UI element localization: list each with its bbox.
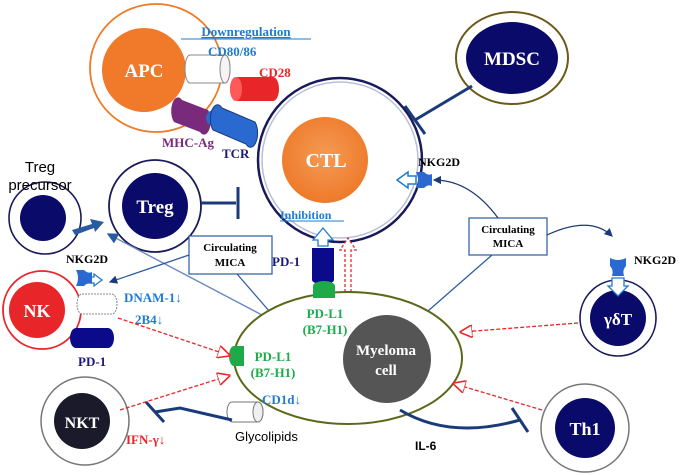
mica-box-left: Circulating MICA: [188, 235, 273, 275]
mdsc-cell: MDSC: [455, 11, 569, 105]
treg-precursor-cell: [8, 181, 82, 255]
mhc-ag-label: MHC-Ag: [162, 135, 214, 150]
pdl1-top-label-2: (B7-H1): [303, 322, 348, 337]
mica-right-to-gdt-arrow: [546, 224, 613, 237]
th1-to-myeloma-arrow: [455, 384, 543, 411]
gamma-delta-t-label: γδT: [603, 310, 633, 329]
treg-precursor-label-2: precursor: [8, 177, 71, 194]
pdl1-left-receptor: [229, 346, 244, 366]
cd1d-receptor: [226, 401, 264, 423]
dnam1-label: DNAM-1↓: [124, 290, 182, 305]
nk-label: NK: [24, 301, 51, 321]
th1-cell: Th1: [540, 383, 630, 473]
mdsc-inhibition-line: [403, 84, 473, 135]
mica-left-line2: MICA: [215, 257, 246, 269]
ctl-pd1-receptor: [311, 226, 335, 284]
mica-right-to-ctl-arrow: [432, 175, 499, 219]
mdsc-label: MDSC: [484, 49, 540, 70]
mica-right-line2: MICA: [493, 238, 524, 250]
th1-label: Th1: [569, 419, 600, 439]
gamma-delta-t-cell: γδT: [579, 279, 657, 357]
nk-pd1-label: PD-1: [78, 354, 106, 369]
myeloma-label-2: cell: [375, 363, 397, 379]
glycolipids-label: Glycolipids: [235, 429, 298, 444]
nkt-cell: NKT: [40, 376, 130, 466]
treg-cell: Treg: [108, 159, 202, 253]
cd80-86-receptor: [184, 54, 231, 84]
gdt-nkg2d-label: NKG2D: [634, 253, 676, 267]
nkt-to-myeloma-arrow: [119, 376, 228, 411]
myeloma-label-1: Myeloma: [356, 343, 416, 359]
cd28-label: CD28: [259, 65, 291, 80]
ctl-nkg2d-receptor: [395, 170, 432, 190]
b24-label: 2B4↓: [135, 312, 163, 327]
gdt-nkg2d-receptor: [606, 258, 630, 297]
cd1d-label: CD1d↓: [262, 392, 301, 407]
nk-cell: NK: [2, 270, 82, 350]
apc-label: APC: [124, 61, 163, 82]
pdl1-left-label-2: (B7-H1): [251, 365, 296, 380]
il6-label: IL-6: [415, 439, 437, 453]
pdl1-top-label-1: PD-L1: [307, 306, 344, 321]
mica-left-line1: Circulating: [203, 242, 257, 254]
inhibition-label: Inhibition: [280, 208, 332, 222]
pdl1-left-label-1: PD-L1: [255, 349, 292, 364]
treg-label: Treg: [136, 197, 174, 218]
myeloma-to-mica-left-line: [236, 273, 271, 313]
treg-inhibition-line: [201, 187, 240, 219]
myeloma-to-mica-right-line: [419, 254, 493, 319]
nk-nkg2d-receptor: [76, 270, 104, 288]
precursor-to-treg-arrow: [72, 219, 104, 235]
myeloma-to-ctl-arrow: [338, 236, 358, 293]
nkt-label: NKT: [65, 415, 100, 432]
glycolipids-inhibition: [144, 400, 233, 424]
mica-box-right: Circulating MICA: [468, 217, 548, 256]
ctl-nkg2d-label: NKG2D: [418, 155, 460, 169]
cd80-86-label: CD80/86: [208, 44, 257, 59]
tcr-receptor: [209, 104, 259, 148]
treg-precursor-label-1: Treg: [25, 159, 55, 176]
ctl-label: CTL: [305, 150, 346, 172]
myeloma-cell: Myeloma cell: [233, 291, 463, 425]
ifn-label: IFN-γ↓: [126, 432, 165, 447]
pdl1-top-receptor: [313, 281, 335, 298]
nk-nkg2d-label: NKG2D: [66, 252, 108, 266]
gdt-to-myeloma-arrow: [462, 322, 579, 332]
il6-inhibition: [399, 407, 530, 433]
ctl-pd1-label: PD-1: [272, 254, 300, 269]
nk-pd1-receptor: [70, 328, 114, 348]
dnam1-receptor: [76, 293, 118, 315]
mica-left-to-nk-arrow: [108, 254, 190, 284]
cd28-receptor: [230, 77, 279, 101]
downregulation-label: Downregulation: [201, 24, 291, 39]
tcr-label: TCR: [222, 146, 250, 161]
nk-to-myeloma-arrow: [117, 317, 228, 355]
mica-right-line1: Circulating: [481, 224, 535, 236]
apc-cell: APC: [89, 3, 223, 133]
myeloma-to-treg-arrow: [106, 233, 263, 316]
ctl-cell: CTL: [256, 76, 424, 244]
